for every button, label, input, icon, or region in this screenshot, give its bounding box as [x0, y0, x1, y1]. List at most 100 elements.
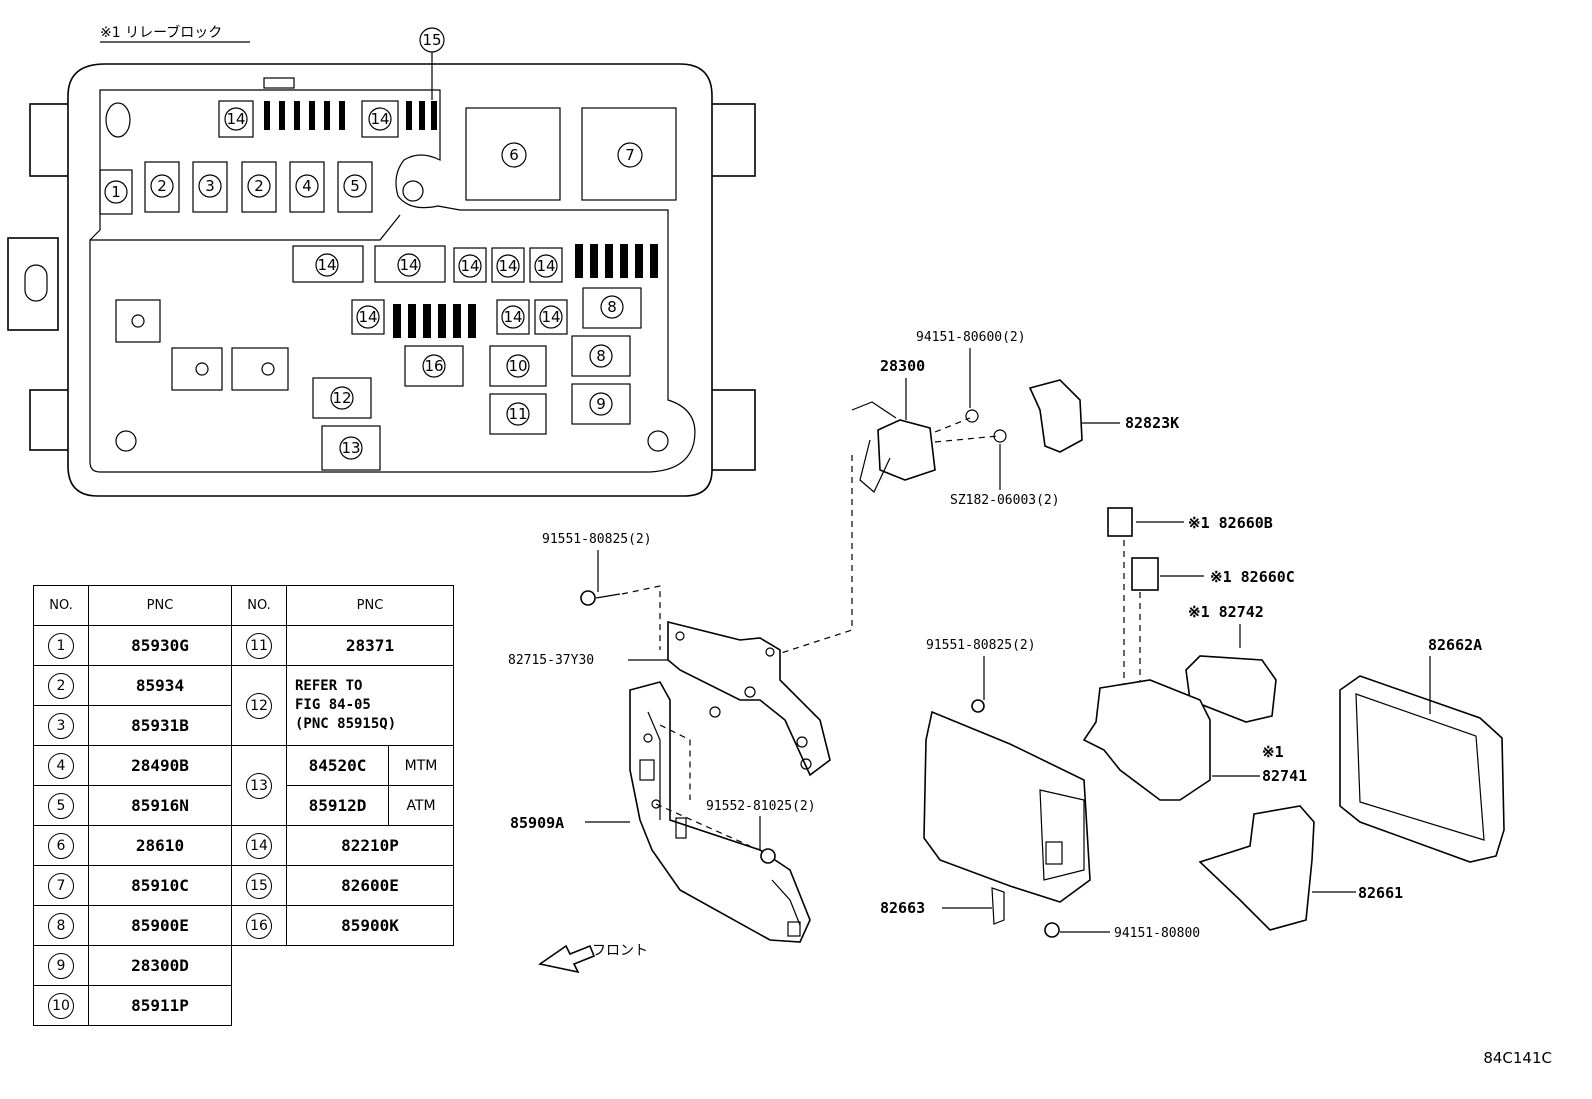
svg-text:14: 14	[536, 257, 555, 275]
relay-block-title: ※1 リレーブロック	[100, 24, 222, 41]
table-row: 6 28610 14 82210P	[33, 825, 454, 866]
svg-text:14: 14	[503, 308, 522, 326]
relay-pos-14h: 14	[351, 299, 385, 335]
row-pnc: 84520C	[286, 745, 389, 786]
relay-pos-14j: 14	[534, 299, 568, 335]
relay-pos-3: 3	[192, 161, 228, 213]
label-82742: ※1 82742	[1188, 603, 1264, 621]
relay-pos-13: 13	[321, 425, 381, 471]
svg-text:10: 10	[508, 357, 527, 375]
row-pnc: 28371	[286, 625, 454, 666]
svg-text:14: 14	[541, 308, 560, 326]
row-variant: ATM	[388, 785, 454, 826]
row-pnc: 82600E	[286, 865, 454, 906]
relay-pos-2a: 2	[144, 161, 180, 213]
row-pnc: 85916N	[88, 785, 232, 826]
svg-text:14: 14	[226, 110, 245, 128]
row-no: 9	[48, 952, 74, 979]
label-82663: 82663	[880, 899, 925, 917]
relay-pos-16: 16	[404, 345, 464, 387]
header-no-2: NO.	[231, 585, 287, 626]
svg-text:14: 14	[399, 256, 418, 274]
svg-text:14: 14	[317, 256, 336, 274]
row-no: 15	[246, 872, 272, 899]
label-82661: 82661	[1358, 884, 1403, 902]
label-28300: 28300	[880, 357, 925, 375]
svg-text:14: 14	[370, 110, 389, 128]
row-no: 6	[48, 832, 74, 859]
row-pnc: 85912D	[286, 785, 389, 826]
table-row: 10 85911P	[33, 985, 454, 1026]
svg-text:2: 2	[254, 177, 264, 195]
row-no: 8	[48, 912, 74, 939]
svg-text:14: 14	[358, 308, 377, 326]
row-pnc: 28610	[88, 825, 232, 866]
row-variant: MTM	[388, 745, 454, 786]
table-row: 7 85910C 15 82600E	[33, 865, 454, 906]
svg-text:14: 14	[498, 257, 517, 275]
row-pnc: 85931B	[88, 705, 232, 746]
table-row: 9 28300D	[33, 945, 454, 986]
relay-pos-4: 4	[289, 161, 325, 213]
svg-text:16: 16	[424, 357, 443, 375]
callout-15: 15	[422, 31, 441, 49]
svg-text:1: 1	[111, 183, 121, 201]
label-front: フロント	[592, 943, 648, 959]
relay-pos-2b: 2	[241, 161, 277, 213]
table-row: 2 85934 12 REFER TO FIG 84-05 (PNC 85915…	[33, 665, 454, 746]
row-no: 7	[48, 872, 74, 899]
row-note: REFER TO FIG 84-05 (PNC 85915Q)	[286, 665, 454, 746]
relay-pos-11: 11	[489, 393, 547, 435]
relay-pos-14g: 14	[529, 247, 563, 283]
row-pnc: 85911P	[88, 985, 232, 1026]
row-pnc: 85900K	[286, 905, 454, 946]
row-no: 16	[246, 912, 272, 939]
relay-pos-14c: 14	[292, 245, 364, 283]
table-row: 8 85900E 16 85900K	[33, 905, 454, 946]
relay-pos-10: 10	[489, 345, 547, 387]
svg-text:8: 8	[596, 347, 606, 365]
relay-pos-14f: 14	[491, 247, 525, 283]
relay-pos-12: 12	[312, 377, 372, 419]
relay-pos-7: 7	[581, 107, 677, 201]
relay-pos-14a: 14	[218, 100, 254, 138]
table-row: 4 28490B 13 84520C MTM	[33, 745, 454, 826]
row-pnc: 85934	[88, 665, 232, 706]
label-91551-80825-a: 91551-80825(2)	[542, 532, 652, 547]
header-no-1: NO.	[33, 585, 89, 626]
relay-pos-9: 9	[571, 383, 631, 425]
row-no: 5	[48, 792, 74, 819]
svg-text:12: 12	[332, 389, 351, 407]
relay-pos-5: 5	[337, 161, 373, 213]
relay-pos-14i: 14	[496, 299, 530, 335]
svg-text:2: 2	[157, 177, 167, 195]
row-no: 2	[48, 672, 74, 699]
label-91552-81025: 91552-81025(2)	[706, 799, 816, 814]
label-82662A: 82662A	[1428, 636, 1482, 654]
table-row: 5 85916N 85912D ATM	[33, 785, 454, 826]
row-no: 14	[246, 832, 272, 859]
relay-pos-14d: 14	[374, 245, 446, 283]
relay-pos-6: 6	[465, 107, 561, 201]
row-pnc: 28300D	[88, 945, 232, 986]
row-pnc: 85910C	[88, 865, 232, 906]
svg-text:11: 11	[508, 405, 527, 423]
label-82715-37Y30: 82715-37Y30	[508, 653, 594, 668]
label-85909A: 85909A	[510, 814, 564, 832]
label-82823K: 82823K	[1125, 414, 1179, 432]
label-94151-80800: 94151-80800	[1114, 926, 1200, 941]
svg-text:9: 9	[596, 395, 606, 413]
row-no: 1	[48, 632, 74, 659]
row-no: 12	[246, 692, 272, 719]
svg-text:4: 4	[302, 177, 312, 195]
svg-text:3: 3	[205, 177, 215, 195]
relay-pos-1: 1	[99, 169, 133, 215]
svg-text:7: 7	[625, 146, 635, 164]
svg-text:13: 13	[341, 439, 360, 457]
row-no: 13	[246, 772, 272, 799]
parts-group: 28300 94151-80600(2) SZ182-06003(2) 8282…	[508, 330, 1505, 974]
pnc-table: NO. PNC NO. PNC 1 85930G 11 28371 2 8593…	[33, 585, 454, 1026]
label-94151-80600: 94151-80600(2)	[916, 330, 1026, 345]
svg-text:8: 8	[607, 298, 617, 316]
